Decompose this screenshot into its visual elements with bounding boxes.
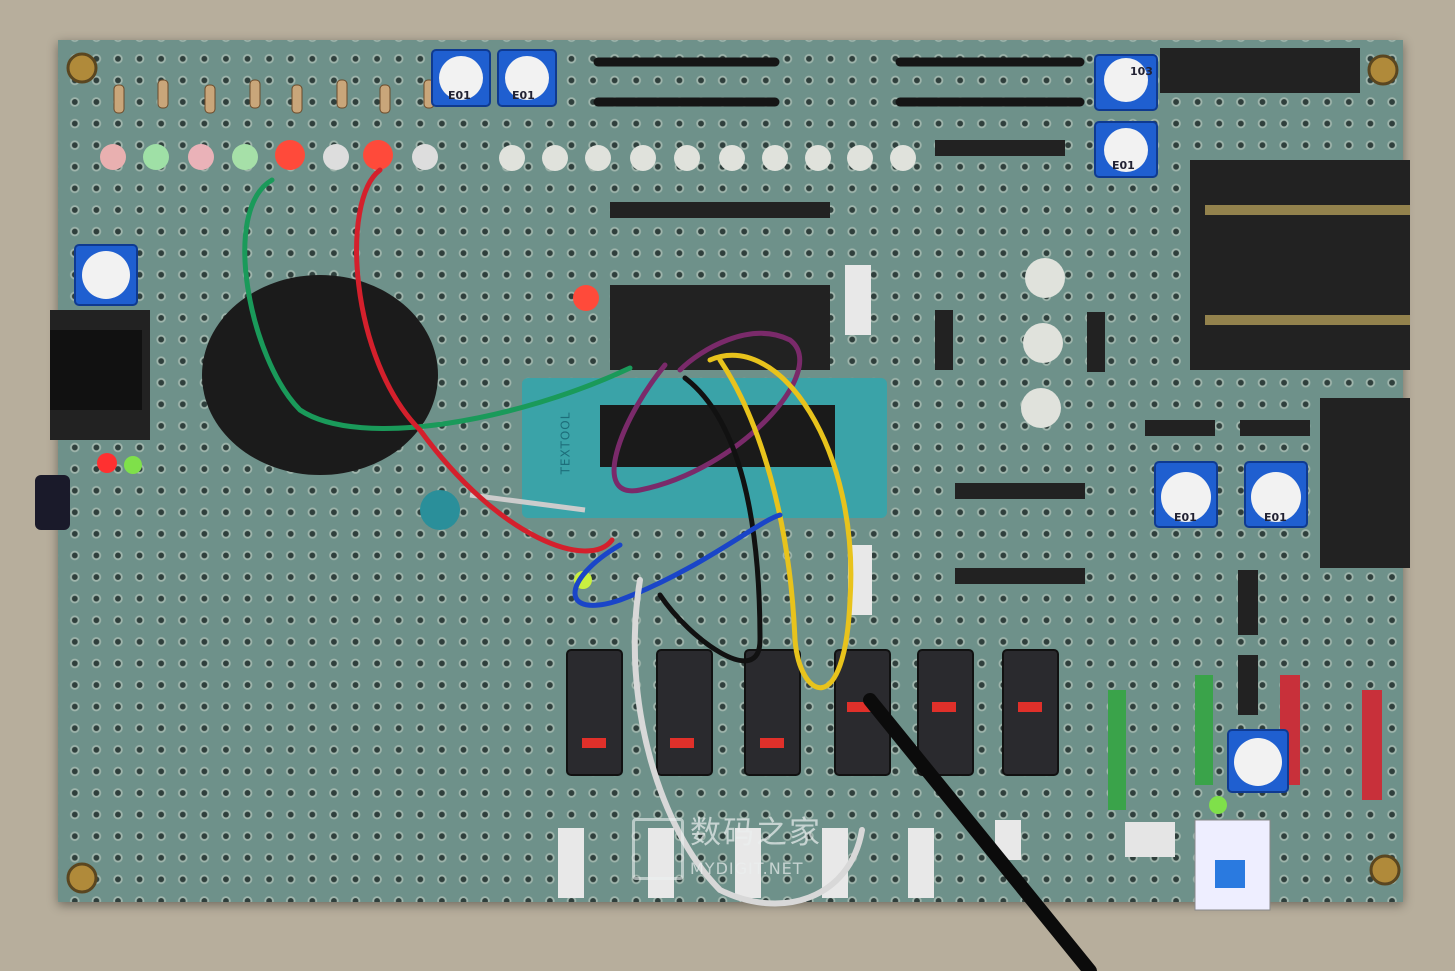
wires [242, 167, 1097, 971]
resistors-top [113, 79, 435, 114]
zif-lever [469, 492, 586, 513]
pot-label: E01 [1174, 511, 1197, 524]
watermark-logo-icon [632, 818, 684, 880]
pot-label: E01 [448, 89, 471, 102]
push-button-cap [1215, 860, 1245, 888]
ic-sockets [1205, 205, 1410, 325]
ceramic-capacitor [420, 490, 460, 530]
pot-knobs [82, 56, 1301, 786]
switch-indicators [582, 702, 1042, 748]
pot-label: E01 [1112, 159, 1135, 172]
ic-chip-left [50, 330, 142, 410]
jumper-bars [593, 57, 1085, 107]
toggle-switches [566, 649, 1059, 776]
buzzer [202, 275, 438, 475]
watermark-cn: 数码之家 [690, 815, 822, 851]
pot-label: E01 [1264, 511, 1287, 524]
pot-label: E01 [512, 89, 535, 102]
capacitor [35, 475, 70, 530]
screws [66, 52, 1401, 894]
zif-label: TEXTOOL [558, 411, 573, 475]
led-row [97, 140, 1227, 814]
watermark-en: MYDIGIT.NET [690, 859, 804, 878]
pin-strips [1108, 675, 1382, 810]
tact-switch [1125, 822, 1175, 857]
pot-label: 103 [1130, 65, 1153, 78]
